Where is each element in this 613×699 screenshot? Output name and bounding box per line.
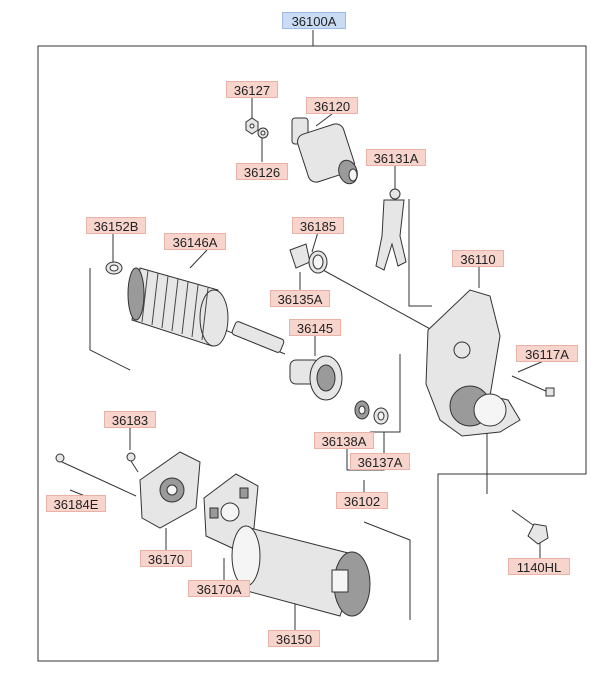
end-cover-36170 (139, 451, 201, 529)
solenoid-36120 (291, 117, 358, 185)
part-label-36183[interactable]: 36183 (104, 411, 156, 428)
part-label-36110[interactable]: 36110 (452, 250, 504, 267)
part-label-36126[interactable]: 36126 (236, 163, 288, 180)
housing-36110 (425, 289, 521, 437)
ring-36138A (354, 400, 370, 420)
assembly-frame (37, 30, 587, 662)
part-label-36170[interactable]: 36170 (140, 550, 192, 567)
through-bolt-36184E (55, 453, 137, 497)
part-label-36170A[interactable]: 36170A (188, 580, 250, 597)
pinion-36145 (289, 355, 343, 401)
washer-36126 (257, 127, 269, 139)
part-label-36135A[interactable]: 36135A (270, 290, 330, 307)
part-label-36184E[interactable]: 36184E (46, 495, 106, 512)
lever-36131A (375, 188, 407, 271)
ring-36137A (373, 407, 389, 425)
armature-36146A (127, 267, 286, 355)
screw-36183 (126, 452, 139, 473)
bolt-1140HL (511, 509, 549, 545)
washer-36152B (105, 261, 123, 275)
part-label-36146A[interactable]: 36146A (164, 233, 226, 250)
leader-lines (69, 98, 547, 630)
part-label-36100A[interactable]: 36100A (282, 12, 346, 29)
part-label-36117A[interactable]: 36117A (516, 345, 578, 362)
part-label-36102[interactable]: 36102 (336, 492, 388, 509)
yoke-36150 (231, 525, 371, 617)
part-label-1140HL[interactable]: 1140HL (508, 558, 570, 575)
bolt-36117A (511, 375, 555, 397)
bracket-36135A (289, 243, 311, 269)
part-label-36145[interactable]: 36145 (289, 319, 341, 336)
part-label-36120[interactable]: 36120 (306, 97, 358, 114)
part-label-36152B[interactable]: 36152B (86, 217, 146, 234)
part-label-36150[interactable]: 36150 (268, 630, 320, 647)
part-label-36138A[interactable]: 36138A (314, 432, 374, 449)
part-label-36185[interactable]: 36185 (292, 217, 344, 234)
oring-36185 (308, 250, 328, 274)
part-label-36137A[interactable]: 36137A (350, 453, 410, 470)
nut-36127 (245, 117, 259, 135)
part-label-36127[interactable]: 36127 (226, 81, 278, 98)
part-label-36131A[interactable]: 36131A (366, 149, 426, 166)
